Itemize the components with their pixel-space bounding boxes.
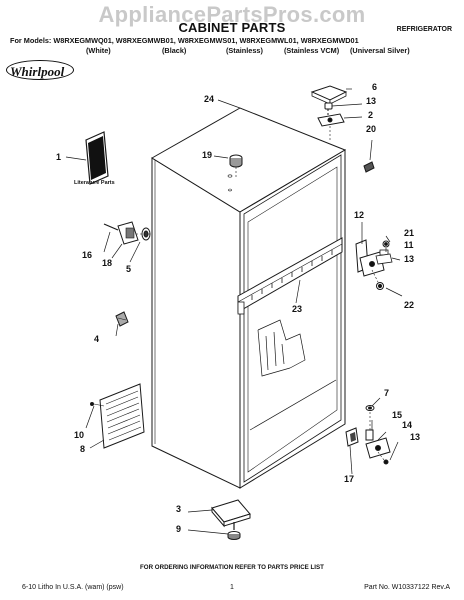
callout-18: 18	[102, 258, 113, 268]
middle-hinge-assembly	[355, 239, 393, 290]
models-line: For Models: W8RXEGMWQ01, W8RXEGMWB01, W8…	[10, 36, 359, 45]
callout-13-middle: 13	[404, 254, 415, 264]
literature-parts-label: Literature Parts	[74, 180, 115, 186]
callout-11: 11	[404, 240, 414, 250]
callout-9: 9	[176, 524, 182, 534]
callout-7: 7	[384, 388, 390, 398]
cabinet-clip	[115, 311, 129, 327]
callout-14: 14	[402, 420, 413, 430]
variant-universal-silver: (Universal Silver)	[350, 46, 410, 55]
variant-white: (White)	[86, 46, 111, 55]
rear-access-cover	[90, 383, 145, 449]
center-mullion	[237, 237, 343, 315]
callout-21: 21	[404, 228, 415, 238]
callout-22: 22	[404, 300, 415, 310]
brand-logo-ring	[6, 60, 74, 80]
callout-12: 12	[354, 210, 365, 220]
callout-20: 20	[366, 124, 377, 134]
litho-info: 6-10 Litho In U.S.A. (wam) (psw)	[22, 584, 124, 591]
page-title: CABINET PARTS	[178, 20, 286, 35]
inner-liner	[249, 319, 337, 431]
top-hinge-assembly	[310, 85, 375, 173]
variant-black: (Black)	[162, 46, 187, 55]
callout-6: 6	[372, 82, 378, 92]
callout-4: 4	[94, 334, 100, 344]
page-number: 1	[230, 584, 234, 591]
callout-13-bottom: 13	[410, 432, 421, 442]
bottom-hinge-assembly	[345, 405, 391, 465]
callout-13-top: 13	[366, 96, 377, 106]
variant-stainless: (Stainless)	[226, 46, 263, 55]
leveling-cap	[229, 154, 243, 178]
callout-3: 3	[176, 504, 182, 514]
leader-lines	[65, 88, 403, 535]
callout-8: 8	[80, 444, 86, 454]
callout-19: 19	[202, 150, 213, 160]
variant-stainless-vcm: (Stainless VCM)	[284, 46, 340, 55]
callout-16: 16	[82, 250, 93, 260]
door-stop-assembly	[103, 221, 152, 245]
callout-23: 23	[292, 304, 303, 314]
callout-1: 1	[56, 152, 62, 162]
watermark: AppliancePartsPros.com	[98, 2, 366, 27]
callout-10: 10	[74, 430, 85, 440]
brand-logo: Whirlpool	[10, 64, 65, 79]
cabinet-body	[151, 107, 347, 489]
part-number: Part No. W10337122 Rev.A	[364, 584, 450, 591]
callout-5: 5	[126, 264, 132, 274]
leveling-leg-assembly	[211, 499, 251, 540]
ordering-info: FOR ORDERING INFORMATION REFER TO PARTS …	[140, 564, 324, 571]
callout-15: 15	[392, 410, 403, 420]
callout-24: 24	[204, 94, 215, 104]
callout-17: 17	[344, 474, 355, 484]
document-type: REFRIGERATOR	[396, 26, 452, 33]
callout-2: 2	[368, 110, 374, 120]
literature-booklet	[85, 131, 109, 185]
